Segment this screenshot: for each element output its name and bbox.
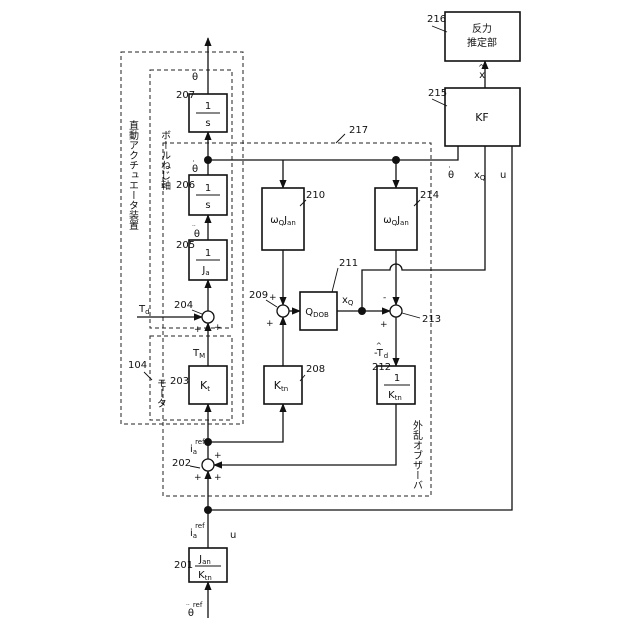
svg-text:+: + xyxy=(380,320,388,330)
svg-text:205: 205 xyxy=(176,240,195,251)
svg-text:s: s xyxy=(205,118,210,129)
label-observer: 外乱オブザーバ xyxy=(411,420,423,490)
svg-text:KF: KF xyxy=(475,111,489,124)
block-208: Ktn xyxy=(264,366,302,404)
label-actuator: 直動アクチュエータ装置 xyxy=(127,119,139,230)
wire-thetadot-to-kf xyxy=(208,122,458,160)
svg-text:206: 206 xyxy=(176,180,195,191)
wire-ia-to-208 xyxy=(208,404,283,442)
block-210: ωQJan xyxy=(262,188,304,250)
svg-text:202: 202 xyxy=(172,458,191,469)
block-215-kf: KF xyxy=(445,88,520,146)
svg-text:-: - xyxy=(383,293,386,303)
svg-text:+: + xyxy=(194,473,202,483)
sum-202 xyxy=(202,459,214,471)
svg-text:u: u xyxy=(230,530,236,541)
sum-204 xyxy=(202,311,214,323)
svg-text:1: 1 xyxy=(205,248,211,259)
svg-text:Td: Td xyxy=(138,304,150,316)
wire-212-202 xyxy=(214,404,396,465)
svg-text:211: 211 xyxy=(339,258,358,269)
svg-text:θ·: θ· xyxy=(448,163,454,181)
svg-text:203: 203 xyxy=(170,376,189,387)
junction-thetadot xyxy=(204,156,212,164)
svg-text:213: 213 xyxy=(422,314,441,325)
block-203: Kt xyxy=(189,366,227,404)
sum-209 xyxy=(277,305,289,317)
label-ball-screw: ボールねじ軸 xyxy=(159,130,171,191)
svg-text:1: 1 xyxy=(205,101,211,112)
svg-text:xQ: xQ xyxy=(474,170,486,182)
ref-labels: 104 201 202 203 204 205 206 207 208 209 … xyxy=(128,14,447,571)
svg-text:s: s xyxy=(205,200,210,211)
label-motor: モータ xyxy=(155,378,167,408)
svg-text:推定部: 推定部 xyxy=(467,36,497,49)
svg-text:201: 201 xyxy=(174,560,193,571)
svg-text:-T^d: -T^d xyxy=(374,342,388,360)
block-211: QDOB xyxy=(300,292,337,330)
svg-text:+: + xyxy=(269,293,277,303)
block-216-reaction-estimator: 反力 推定部 xyxy=(445,12,520,61)
svg-text:+: + xyxy=(214,323,222,333)
svg-text:+: + xyxy=(266,319,274,329)
svg-text:104: 104 xyxy=(128,360,147,371)
svg-text:iaref: iaref xyxy=(190,522,205,540)
svg-text:210: 210 xyxy=(306,190,325,201)
svg-text:1: 1 xyxy=(205,183,211,194)
svg-text:204: 204 xyxy=(174,300,193,311)
svg-text:1: 1 xyxy=(394,373,400,384)
svg-text:217: 217 xyxy=(349,125,368,136)
svg-text:208: 208 xyxy=(306,364,325,375)
svg-text:216: 216 xyxy=(427,14,446,25)
svg-text:θ··ref: θ··ref xyxy=(186,601,203,619)
svg-text:θ: θ xyxy=(192,72,198,83)
svg-text:TM: TM xyxy=(192,348,205,360)
svg-text:θ··: θ·· xyxy=(192,223,200,240)
sum-213 xyxy=(390,305,402,317)
junction-xq xyxy=(358,307,366,315)
svg-text:+: + xyxy=(194,325,202,335)
svg-text:θ·: θ· xyxy=(192,157,198,175)
svg-text:+: + xyxy=(214,473,222,483)
junction-u xyxy=(204,506,212,514)
svg-text:212: 212 xyxy=(372,362,391,373)
svg-text:u: u xyxy=(500,170,506,181)
svg-text:xQ: xQ xyxy=(342,295,354,307)
block-201: Jan Ktn xyxy=(189,548,227,582)
svg-text:x^: x^ xyxy=(478,63,485,81)
wire-u-to-kf xyxy=(208,122,512,510)
svg-text:215: 215 xyxy=(428,88,447,99)
svg-text:207: 207 xyxy=(176,90,195,101)
svg-text:iaref': iaref' xyxy=(190,438,207,456)
svg-text:209: 209 xyxy=(249,290,268,301)
block-214: ωQJan xyxy=(375,188,417,250)
svg-text:反力: 反力 xyxy=(472,22,492,35)
svg-text:214: 214 xyxy=(420,190,439,201)
junction-thetadot-2 xyxy=(392,156,400,164)
svg-text:+: + xyxy=(214,451,222,461)
